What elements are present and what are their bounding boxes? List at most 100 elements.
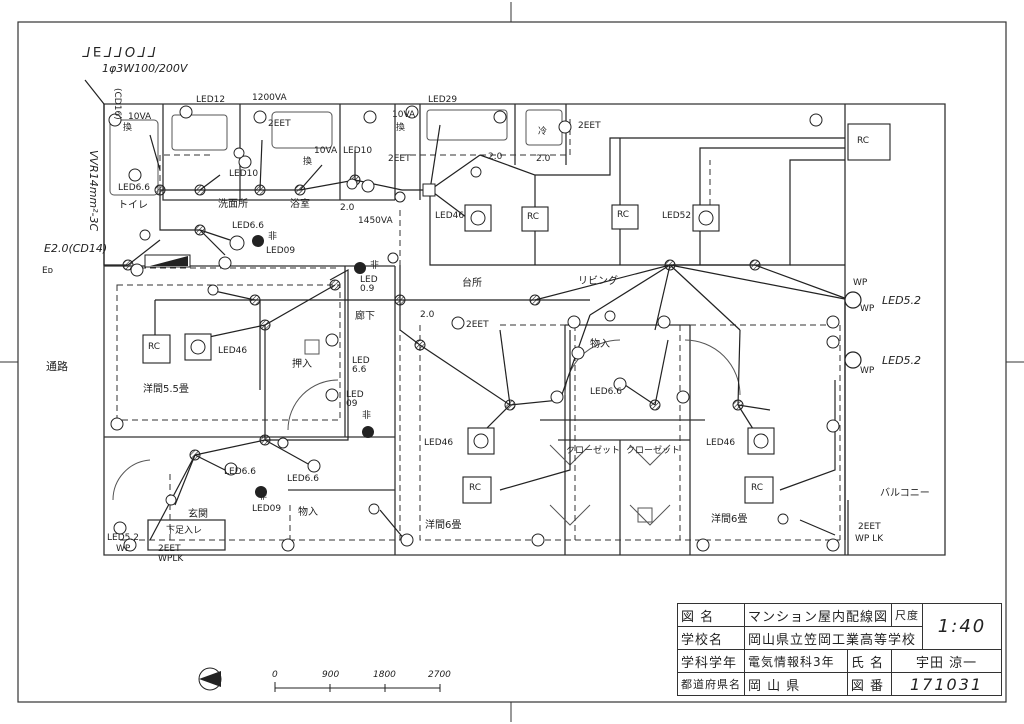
scale-tick-2700: 2700 [428, 670, 451, 680]
label-vent-toilet: 換 [123, 123, 133, 133]
label-rc-living: RC [617, 210, 630, 220]
label-2eet-entrance: 2EET [158, 544, 181, 554]
fixtures [109, 109, 741, 526]
label-rc-left: RC [469, 483, 482, 493]
drawing-code: ΓΓΟΓΓ∃Γ [80, 43, 156, 58]
label-led10-bath: LED10 [343, 146, 373, 156]
label-led52-wp2: LED5.2 [882, 354, 922, 367]
emergency-lights [252, 235, 374, 498]
label-1450va: 1450VA [358, 216, 393, 226]
north-arrow [198, 667, 222, 691]
label-led52-wp1: LED5.2 [882, 294, 922, 307]
label-led66-wash: LED6.6 [232, 221, 264, 231]
room-washroom: 洗面所 [218, 199, 248, 210]
label-1200va: 1200VA [252, 93, 287, 103]
closet-right: クローゼット [626, 446, 681, 456]
shoe-box: 下足入レ [166, 526, 203, 536]
label-emergency-2: 非 [370, 261, 380, 271]
label-2eet-balcony: 2EET [858, 522, 881, 532]
earth-cable: E2.0(CD14) [44, 242, 108, 255]
title-block-label-scale: 尺度 [891, 603, 924, 627]
outdoor-lights [844, 291, 862, 369]
title-block-label-prefecture: 都道府県名 [677, 672, 745, 696]
label-2-0-d: 2.0 [420, 310, 435, 320]
label-2eet-bath: 2EET [388, 154, 411, 164]
label-vent-bath: 換 [303, 157, 313, 167]
building-walls [103, 103, 946, 556]
scale-tick-0: 0 [272, 670, 278, 680]
closet-left: クローゼット [566, 446, 621, 456]
light-fixtures [128, 155, 769, 476]
label-emergency-1: 非 [268, 232, 278, 242]
label-2-0-b: 2.0 [536, 154, 551, 164]
switch-callouts [139, 147, 789, 525]
label-led09-hall: LED 0.9 [360, 275, 378, 294]
label-led52: LED52 [662, 211, 692, 221]
title-block-label-name: 氏 名 [846, 649, 893, 673]
room-western-left: 洋間6畳 [425, 520, 462, 531]
earth-symbol: Eᴅ [42, 266, 54, 276]
drawing-title: マンション屋内配線図 [743, 603, 893, 627]
dept-grade: 電気情報科3年 [744, 649, 848, 673]
label-led10-wash: LED10 [229, 169, 259, 179]
label-10va-toilet: 10VA [128, 112, 152, 122]
scale-bar-graphic [274, 682, 441, 692]
label-10va-kitchen: 10VA [392, 110, 416, 120]
prefecture: 岡 山 県 [744, 672, 848, 696]
label-emergency-4: 非 [258, 492, 268, 502]
title-block-label-drawing-name: 図 名 [677, 603, 745, 627]
branch-circuits [116, 115, 841, 541]
room-storage-large: 物入 [590, 339, 610, 350]
label-led66-entrance: LED6.6 [224, 467, 256, 477]
label-wp-entrance: WP [116, 544, 131, 554]
label-led12: LED12 [196, 95, 226, 105]
drawing-number: 171031 [891, 672, 1003, 696]
label-led66-toilet: LED6.6 [118, 183, 150, 193]
label-10va-bath: 10VA [314, 146, 338, 156]
student-name: 宇田 涼一 [891, 649, 1003, 673]
title-block-label-school: 学校名 [677, 626, 745, 650]
room-entrance: 玄関 [188, 509, 208, 520]
title-block-label-dept: 学科学年 [677, 649, 745, 673]
room-toilet: トイレ [118, 200, 148, 211]
room-western-small: 洋間5.5畳 [143, 384, 189, 395]
school-name: 岡山県立笠岡工業高等学校 [743, 626, 924, 650]
label-2-0-a: 2.0 [488, 152, 503, 162]
rc-boxes [142, 123, 891, 504]
pull-box [422, 183, 436, 197]
label-wplk-entrance: WPLK [158, 554, 184, 564]
label-ac-outdoor: 冷 [538, 127, 548, 137]
label-led66-hall: LED 6.6 [352, 356, 370, 375]
label-led46-west: LED46 [218, 346, 248, 356]
label-led29: LED29 [428, 95, 458, 105]
road-label: 通路 [46, 360, 68, 373]
label-wp-lk: WP LK [855, 534, 884, 544]
room-living: リビング [578, 276, 618, 287]
label-2eet-kitchen: 2EET [466, 320, 489, 330]
label-led46-left: LED46 [424, 438, 454, 448]
wiring-lines [84, 79, 851, 541]
room-storage-small: 物入 [298, 507, 318, 518]
label-rc-west: RC [148, 342, 161, 352]
label-led52-entrance: LED5.2 [107, 533, 139, 543]
label-led46-right: LED46 [706, 438, 736, 448]
scale-tick-1800: 1800 [373, 670, 396, 680]
junction-boxes [122, 174, 761, 461]
label-wp-3: WP [853, 278, 868, 288]
room-closet: 押入 [292, 359, 312, 370]
main-cable: VVR14mm²-3C [87, 150, 100, 232]
title-block: 図 名 マンション屋内配線図 尺度 1:40 学校名 岡山県立笠岡工業高等学校 … [677, 603, 1003, 696]
service-cable: (CD16) [112, 88, 122, 120]
room-balcony: バルコニー [880, 488, 930, 499]
label-led66-closet: LED6.6 [287, 474, 319, 484]
receptacles [108, 105, 840, 552]
label-led66-storage: LED6.6 [590, 387, 622, 397]
label-rc-outdoor: RC [857, 136, 870, 146]
room-kitchen: 台所 [462, 278, 482, 289]
title-block-label-drawing-no: 図 番 [846, 672, 893, 696]
room-hallway: 廊下 [355, 311, 375, 322]
label-led09-entrance: LED09 [252, 504, 282, 514]
distribution-board [144, 254, 191, 268]
label-led09-hall2: LED 09 [346, 390, 364, 409]
